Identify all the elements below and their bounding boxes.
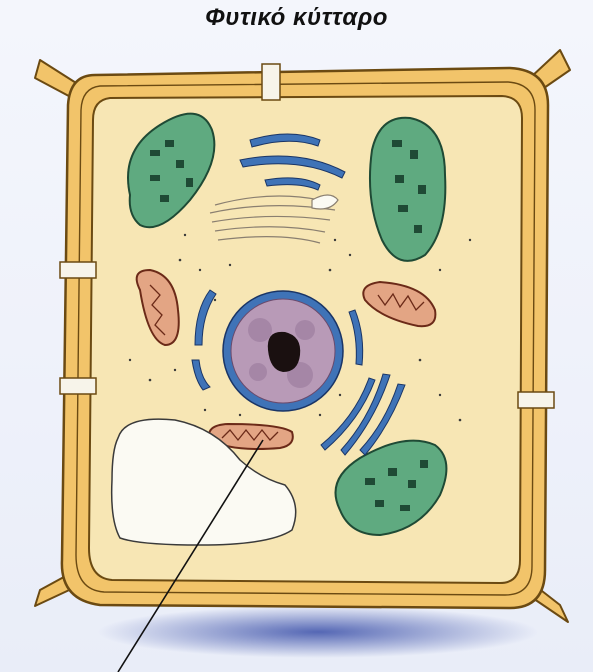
cell-shadow bbox=[98, 606, 538, 658]
chloroplast bbox=[370, 118, 445, 261]
